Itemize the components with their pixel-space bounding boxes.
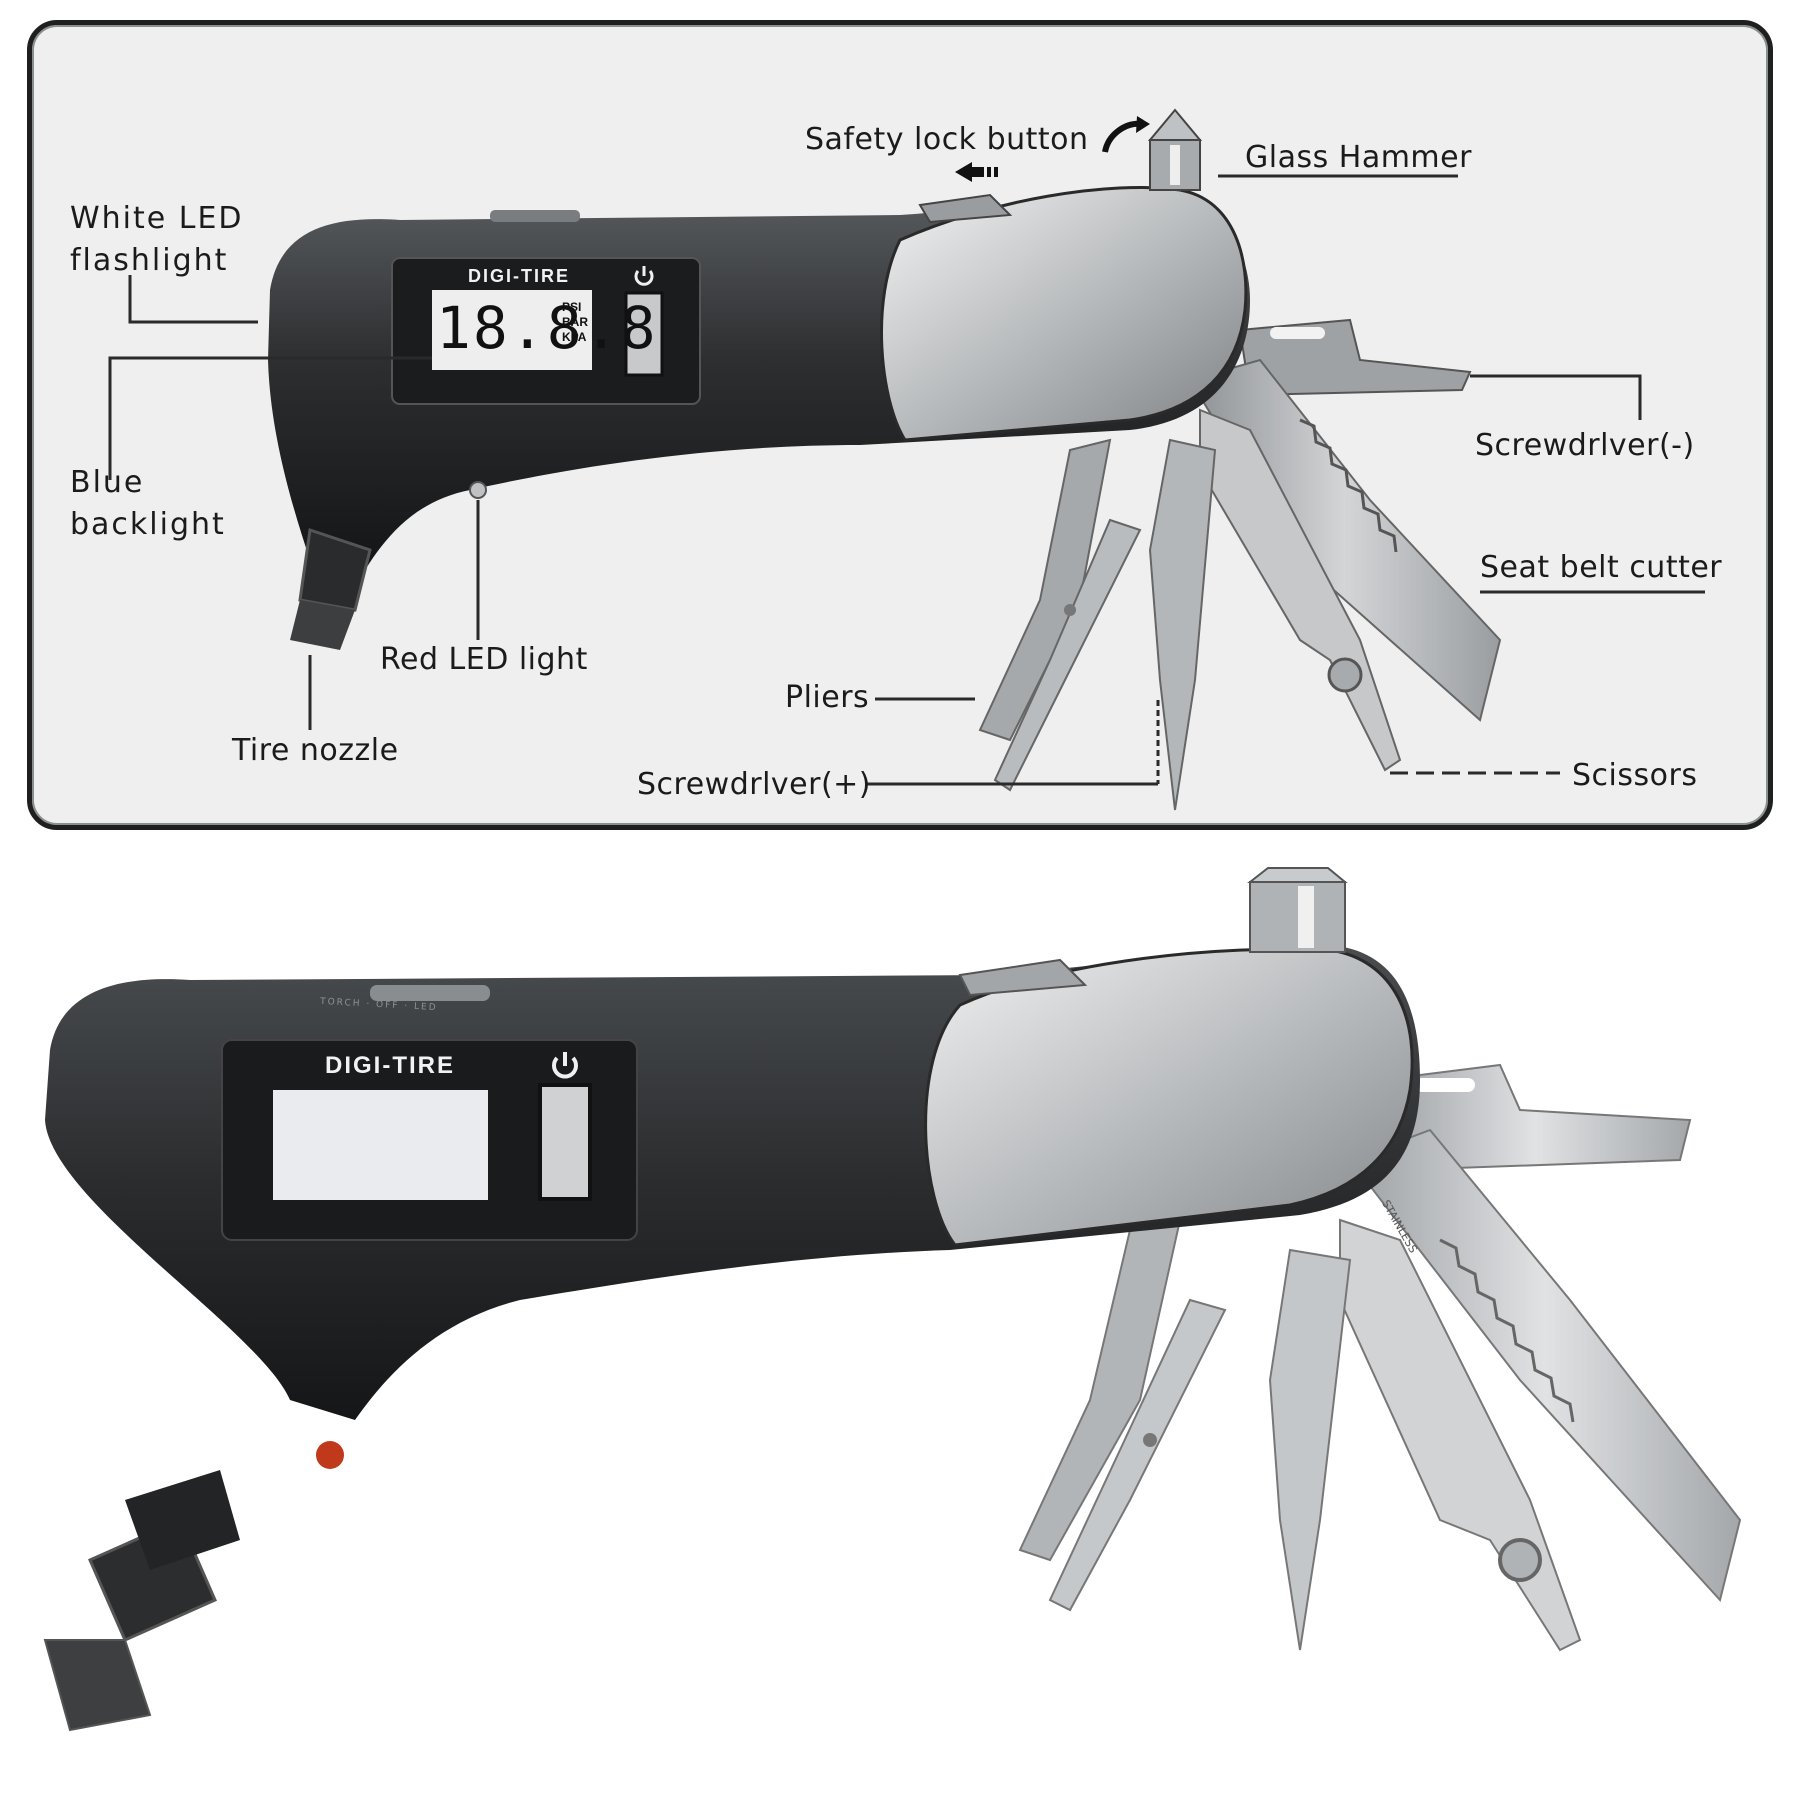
label-screwdriver-minus: Screwdrlver(-) bbox=[1475, 428, 1695, 463]
label-safety-lock: Safety lock button bbox=[805, 122, 1089, 157]
label-scissors: Scissors bbox=[1572, 758, 1698, 793]
diagram-brand-text: DIGI-TIRE bbox=[468, 266, 570, 286]
photo-tire-nozzle bbox=[43, 1470, 240, 1732]
lcd-reading: 18.8.8 bbox=[436, 294, 658, 362]
photo-red-led bbox=[316, 1441, 344, 1469]
label-screwdriver-plus: Screwdrlver(+) bbox=[637, 767, 872, 802]
photo-tool-blades bbox=[1018, 1063, 1742, 1652]
power-icon bbox=[634, 266, 654, 286]
label-tire-nozzle: Tire nozzle bbox=[232, 733, 399, 768]
photo-brand-text: DIGI-TIRE bbox=[325, 1052, 455, 1079]
photo-glass-hammer bbox=[1247, 867, 1348, 953]
safety-lock-button bbox=[918, 193, 1013, 224]
photo-power-icon bbox=[552, 1052, 578, 1079]
left-arrow-icon bbox=[955, 162, 998, 182]
diagram-illustration bbox=[108, 108, 1705, 811]
label-white-led-line2: flashlight bbox=[70, 243, 229, 278]
rotate-arrow-head-icon bbox=[1136, 116, 1150, 133]
label-blue-backlight-line1: Blue bbox=[70, 465, 145, 500]
power-button bbox=[624, 291, 664, 377]
tire-nozzle bbox=[290, 528, 372, 650]
photo-tool-body bbox=[43, 867, 1420, 1732]
label-white-led: White LED flashlight bbox=[70, 198, 244, 282]
label-pliers: Pliers bbox=[785, 680, 870, 715]
label-red-led: Red LED light bbox=[380, 642, 588, 677]
red-led bbox=[469, 481, 487, 499]
product-photo bbox=[43, 867, 1742, 1732]
unit-bar: BAR bbox=[562, 315, 588, 329]
unit-psi: PSI bbox=[562, 300, 582, 314]
leader-lines bbox=[108, 174, 1705, 786]
lcd-screen bbox=[432, 290, 592, 370]
photo-power-button bbox=[538, 1083, 592, 1201]
photo-mode-switch bbox=[370, 985, 490, 1001]
tool-blades bbox=[978, 318, 1502, 811]
label-seat-belt-cutter: Seat belt cutter bbox=[1480, 550, 1723, 585]
glass-hammer bbox=[1147, 108, 1203, 191]
photo-lcd-screen bbox=[273, 1090, 488, 1200]
label-white-led-line1: White LED bbox=[70, 201, 244, 236]
lcd-units: PSI BAR KPA bbox=[562, 300, 588, 345]
tool-body bbox=[268, 108, 1250, 650]
photo-safety-lock-button bbox=[958, 958, 1088, 997]
label-blue-backlight-line2: backlight bbox=[70, 507, 226, 542]
label-glass-hammer: Glass Hammer bbox=[1245, 140, 1472, 175]
unit-kpa: KPA bbox=[562, 330, 587, 344]
label-blue-backlight: Blue backlight bbox=[70, 462, 226, 546]
